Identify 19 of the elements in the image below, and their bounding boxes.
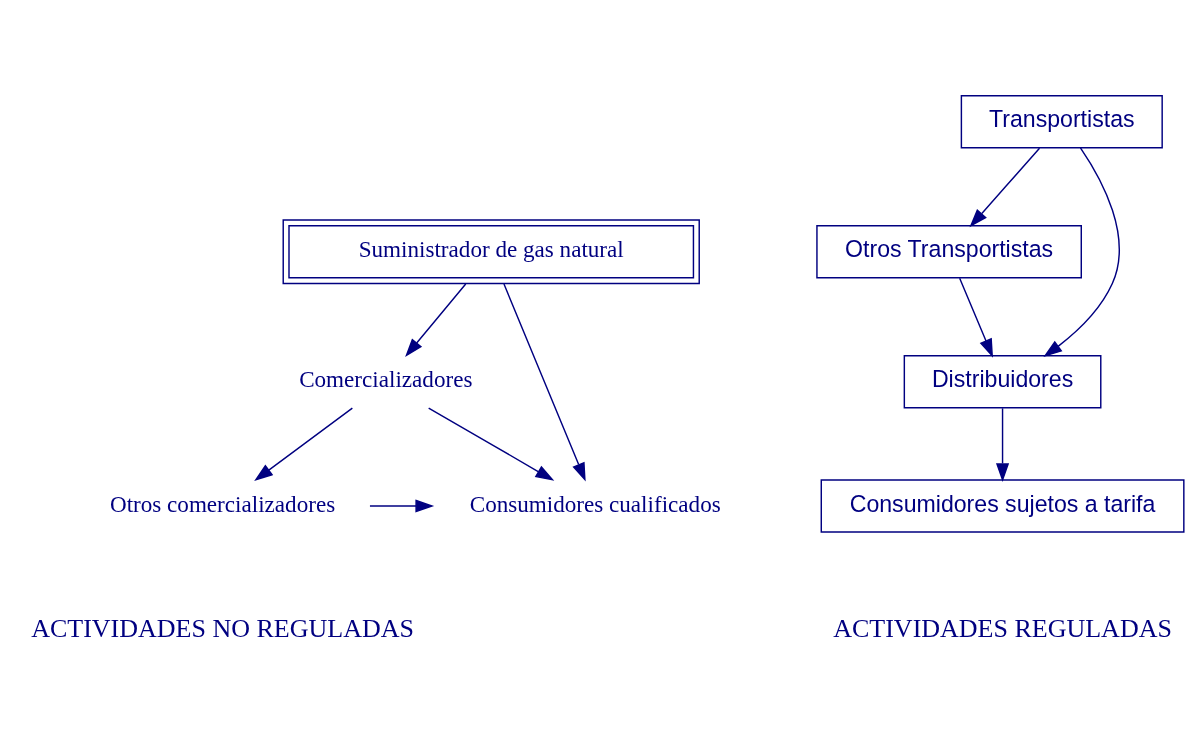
node-box: Otros Transportistas: [816, 224, 1082, 278]
node-box: Transportistas: [960, 94, 1163, 148]
arrow: [369, 498, 435, 513]
node-box: Consumidores sujetos a tarifa: [820, 478, 1185, 533]
arrow: [969, 147, 1041, 227]
arrow: [254, 406, 354, 481]
label: ACTIVIDADES NO REGULADAS: [31, 613, 414, 643]
label: ACTIVIDADES REGULADAS: [833, 613, 1172, 643]
arrow: [405, 282, 467, 357]
node-text: Comercializadores: [299, 365, 473, 392]
arrow: [995, 407, 1010, 482]
node-text: Consumidores cualificados: [469, 489, 721, 516]
node-box: Suministrador de gas natural: [282, 218, 700, 284]
arrow: [427, 406, 555, 481]
arrow: [958, 277, 994, 358]
node-text: Otros comercializadores: [109, 489, 336, 516]
arrow: [503, 282, 586, 482]
arrow: [1043, 146, 1120, 357]
node-box: Distribuidores: [903, 354, 1102, 408]
